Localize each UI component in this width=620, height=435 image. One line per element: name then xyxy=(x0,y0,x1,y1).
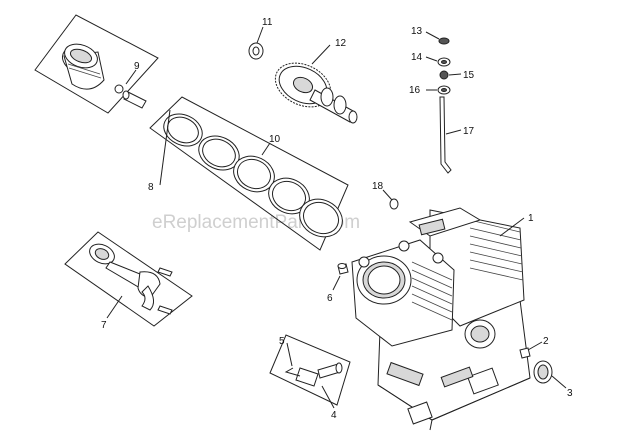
bushing-15[interactable] xyxy=(439,70,449,80)
breather-box xyxy=(269,334,351,406)
callout-6: 6 xyxy=(327,293,333,304)
washer-14[interactable] xyxy=(437,57,451,67)
piston-pin-retainer[interactable] xyxy=(114,84,124,94)
governor-shaft[interactable] xyxy=(439,96,452,174)
callout-8: 8 xyxy=(148,182,154,193)
dowel-pin-6[interactable] xyxy=(337,263,349,275)
seal-16[interactable] xyxy=(437,85,451,95)
rod-bolt-upper[interactable] xyxy=(157,267,173,277)
rod-bolt-lower[interactable] xyxy=(157,305,173,315)
dowel-pin-18[interactable] xyxy=(389,198,399,210)
callout-13: 13 xyxy=(411,26,423,37)
callout-1: 1 xyxy=(528,213,534,224)
callout-2: 2 xyxy=(543,336,549,347)
connecting-rod-box xyxy=(64,231,193,327)
callout-labels: 1 2 3 4 5 6 7 8 9 10 11 12 13 14 15 16 1… xyxy=(101,17,573,421)
piston[interactable] xyxy=(59,40,105,90)
piston-pin[interactable] xyxy=(122,90,147,109)
piston-ring-4[interactable] xyxy=(263,172,315,221)
callout-14: 14 xyxy=(411,52,423,63)
rod-cap[interactable] xyxy=(141,285,154,311)
callout-3: 3 xyxy=(567,388,573,399)
callout-16: 16 xyxy=(409,85,421,96)
callout-7: 7 xyxy=(101,320,107,331)
piston-ring-1[interactable] xyxy=(159,108,208,152)
cooling-fins-right xyxy=(469,219,524,281)
leader-lines xyxy=(106,26,567,409)
breather-clip[interactable] xyxy=(284,367,301,377)
cooling-fins-left xyxy=(411,261,453,321)
callout-18: 18 xyxy=(372,181,384,192)
breather-tube[interactable] xyxy=(295,362,343,387)
oil-seal[interactable] xyxy=(533,360,553,384)
piston-ring-5[interactable] xyxy=(293,192,348,243)
nut[interactable] xyxy=(438,37,450,45)
callout-17: 17 xyxy=(463,126,475,137)
callout-4: 4 xyxy=(331,410,337,421)
callout-9: 9 xyxy=(134,61,140,72)
callout-5: 5 xyxy=(279,336,285,347)
callout-11: 11 xyxy=(262,17,273,28)
camshaft-washer[interactable] xyxy=(248,42,264,60)
callout-10: 10 xyxy=(269,134,281,145)
callout-15: 15 xyxy=(463,70,475,81)
camshaft[interactable] xyxy=(309,87,358,124)
piston-ring-box xyxy=(34,14,159,114)
crankcase[interactable] xyxy=(351,207,531,431)
drain-plug[interactable] xyxy=(519,347,531,359)
callout-12: 12 xyxy=(335,38,347,49)
ring-set-box xyxy=(149,96,349,251)
